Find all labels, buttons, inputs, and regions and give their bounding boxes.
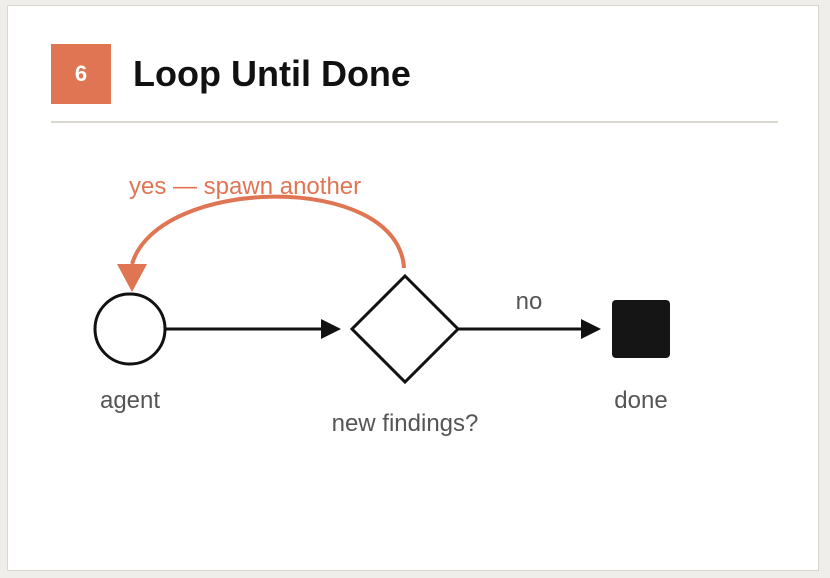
step-card: 6 Loop Until Done yes — spawn another ag… — [7, 5, 819, 571]
decision-label: new findings? — [332, 410, 479, 437]
done-node-icon — [612, 300, 670, 358]
agent-node-icon — [93, 292, 167, 366]
loop-back-arrow — [130, 194, 406, 269]
header-divider — [51, 121, 778, 123]
arrow-head-icon — [321, 319, 341, 339]
step-number-badge: 6 — [51, 44, 111, 104]
loop-arrow-head-icon — [117, 264, 147, 292]
step-number: 6 — [74, 61, 88, 86]
done-label: done — [614, 387, 667, 414]
agent-label: agent — [100, 387, 160, 414]
edge-label-no: no — [516, 288, 543, 315]
flow-diagram: yes — spawn another agent new findings? … — [93, 173, 670, 437]
loop-label: yes — spawn another — [129, 173, 361, 200]
decision-diamond-icon — [349, 273, 461, 385]
page-title: Loop Until Done — [133, 53, 411, 94]
arrow-head-icon — [581, 319, 601, 339]
